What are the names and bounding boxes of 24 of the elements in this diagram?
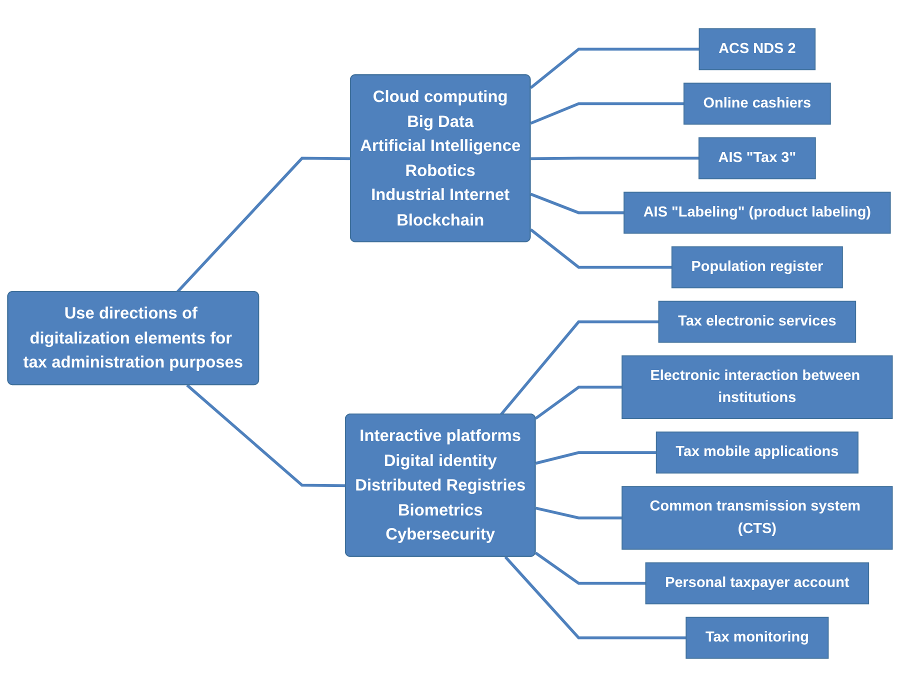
node-box: Electronic interaction between institutions	[622, 355, 893, 420]
node-box: Tax monitoring	[686, 616, 829, 659]
connector	[535, 506, 622, 520]
connector	[500, 320, 659, 416]
connector	[530, 156, 699, 160]
node-box: Tax electronic services	[658, 300, 856, 343]
node-box: Personal taxpayer account	[645, 562, 870, 604]
node-box: Tax mobile applications	[656, 432, 858, 474]
connector	[535, 451, 656, 465]
node-box: Common transmission system (CTS)	[622, 486, 893, 550]
connector	[530, 48, 700, 89]
connector	[530, 228, 672, 269]
connector	[530, 102, 684, 125]
connector	[534, 552, 646, 585]
node-box: Online cashiers	[684, 82, 831, 125]
node-box: ACS NDS 2	[698, 28, 816, 70]
node-box: AIS "Labeling" (product labeling)	[624, 192, 891, 234]
connector	[530, 192, 624, 214]
node-box: AIS "Tax 3"	[698, 137, 816, 180]
connector	[534, 386, 622, 420]
connector	[504, 556, 686, 640]
connector	[176, 156, 351, 293]
connector	[186, 384, 346, 488]
node-box: Population register	[671, 246, 843, 288]
